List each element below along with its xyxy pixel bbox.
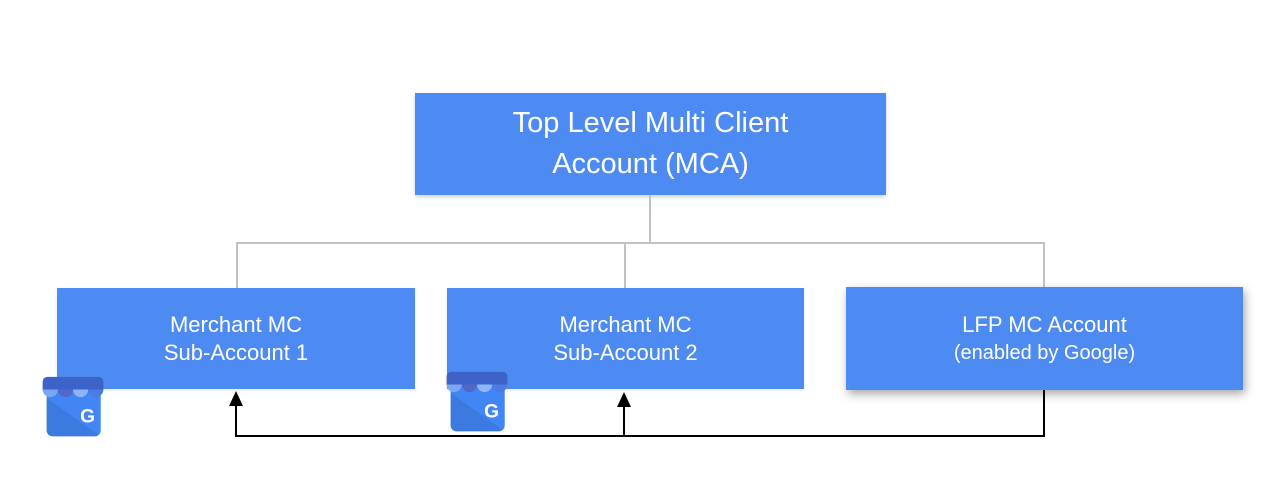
- node-label-line: LFP MC Account: [962, 311, 1127, 337]
- google-my-business-icon-svg: G: [42, 376, 104, 437]
- arrow-line-to-sub1: [235, 404, 237, 437]
- gmb-letter-g: G: [484, 401, 499, 422]
- node-label-line: Top Level Multi Client: [512, 107, 789, 139]
- google-my-business-icon: G: [40, 369, 106, 437]
- gmb-letter-g: G: [80, 406, 95, 427]
- node-merchant-sub-account-1: Merchant MC Sub-Account 1: [57, 288, 415, 389]
- google-my-business-icon: G: [444, 364, 510, 432]
- arrowhead-to-sub1: [229, 391, 243, 406]
- node-label-line: Account (MCA): [552, 148, 749, 180]
- node-label-line: (enabled by Google): [953, 341, 1136, 364]
- node-lfp-mc-account: LFP MC Account (enabled by Google): [846, 287, 1243, 390]
- arrow-line-lfp-down: [1043, 390, 1045, 437]
- tree-connector-root-vertical: [649, 195, 651, 243]
- tree-connector-horizontal: [236, 242, 1045, 244]
- arrowhead-to-sub2: [617, 392, 631, 407]
- node-merchant-sub-account-2: Merchant MC Sub-Account 2: [447, 288, 804, 389]
- google-my-business-icon-svg: G: [446, 371, 508, 432]
- arrow-line-horizontal: [235, 435, 1045, 437]
- node-top-level-mca: Top Level Multi Client Account (MCA): [415, 93, 886, 195]
- tree-connector-sub2-vertical: [624, 244, 626, 288]
- node-label-line: Merchant MC: [559, 311, 692, 337]
- tree-connector-sub1-vertical: [236, 244, 238, 288]
- tree-connector-lfp-vertical: [1043, 244, 1045, 287]
- arrow-line-to-sub2: [623, 405, 625, 437]
- node-label-line: Sub-Account 1: [163, 339, 309, 365]
- node-label-line: Sub-Account 2: [553, 339, 698, 365]
- node-label-line: Merchant MC: [169, 311, 303, 337]
